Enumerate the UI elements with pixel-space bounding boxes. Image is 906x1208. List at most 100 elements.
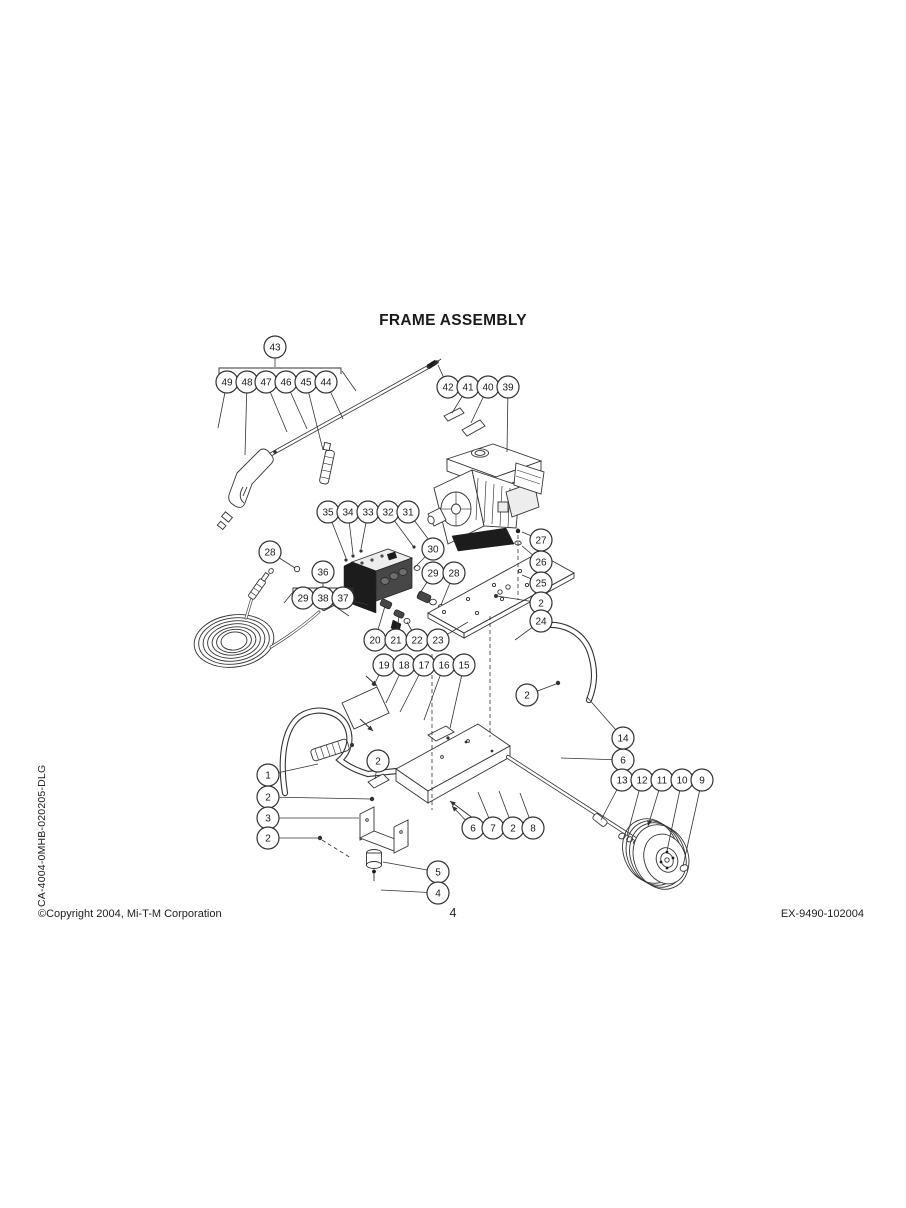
leader-line <box>682 779 703 867</box>
callout-number: 4 <box>435 889 441 900</box>
engine-illustration <box>427 443 545 552</box>
callout-balloon <box>426 628 450 652</box>
callout-2: 2 <box>515 683 557 707</box>
callout-number: 46 <box>280 378 292 389</box>
page-title: FRAME ASSEMBLY <box>379 312 527 329</box>
lower-handle-illustration <box>533 621 598 704</box>
callout-balloon <box>515 683 539 707</box>
callout-bracket <box>218 367 342 374</box>
leader-line <box>244 381 248 456</box>
fastener-dot <box>446 736 450 740</box>
callout-number: 44 <box>320 378 332 389</box>
callout-20: 20 <box>363 605 387 652</box>
callout-33: 33 <box>356 500 380 550</box>
illustration <box>193 358 690 890</box>
arrowhead <box>452 806 458 812</box>
callout-number: 28 <box>448 569 460 580</box>
callout-number: 36 <box>317 568 329 579</box>
callout-number: 30 <box>427 545 439 556</box>
callout-45: 45 <box>294 370 324 451</box>
callout-number: 5 <box>435 868 441 879</box>
callout-29: 29 <box>291 586 315 610</box>
callout-number: 38 <box>317 594 329 605</box>
callout-number: 47 <box>260 378 272 389</box>
fastener-dot <box>412 545 416 549</box>
callout-number: 27 <box>535 536 547 547</box>
callout-number: 24 <box>535 617 547 628</box>
callout-32: 32 <box>376 500 414 547</box>
callout-29: 29 <box>417 561 445 597</box>
wheel-illustration <box>622 818 690 890</box>
callout-number: 45 <box>300 378 312 389</box>
callout-28: 28 <box>258 540 296 569</box>
callout-number: 6 <box>620 756 626 767</box>
callout-15: 15 <box>449 653 476 729</box>
callout-balloon <box>426 881 450 905</box>
callout-balloon <box>314 370 338 394</box>
callout-number: 34 <box>342 508 354 519</box>
callout-number: 39 <box>502 383 514 394</box>
callout-31: 31 <box>396 500 430 541</box>
callout-16: 16 <box>423 653 456 721</box>
leader-line <box>283 591 294 604</box>
callout-number: 9 <box>699 776 705 787</box>
callout-balloon <box>529 609 553 633</box>
copyright-text: ©Copyright 2004, Mi-T-M Corporation <box>38 908 222 920</box>
callout-number: 7 <box>490 824 496 835</box>
callout-48: 48 <box>235 370 259 456</box>
callout-2: 2 <box>256 826 318 850</box>
pump-illustration <box>343 548 445 633</box>
callout-number: 29 <box>297 594 309 605</box>
callout-balloon <box>331 586 355 610</box>
callout-3: 3 <box>256 806 359 830</box>
callout-balloon <box>442 561 466 585</box>
callout-5: 5 <box>382 860 450 884</box>
leader-line <box>267 796 372 800</box>
callout-22: 22 <box>405 621 429 652</box>
foot-bracket-illustration <box>358 806 410 881</box>
callout-number: 26 <box>535 558 547 569</box>
callout-number: 17 <box>418 661 430 672</box>
small-plate-parts <box>432 358 486 437</box>
callout-6: 6 <box>451 805 485 840</box>
cart-handle-illustration <box>279 707 401 797</box>
fastener-dot <box>273 450 277 454</box>
callout-1: 1 <box>256 763 319 787</box>
callout-2: 2 <box>496 591 553 615</box>
fastener-dot <box>464 740 468 744</box>
callout-number: 11 <box>657 776 668 787</box>
axle-cap-part <box>679 864 689 872</box>
callout-46: 46 <box>274 370 308 430</box>
callout-24: 24 <box>514 609 553 641</box>
fastener-dot <box>555 680 561 686</box>
callout-number: 12 <box>636 776 648 787</box>
fastener-dot <box>359 549 363 553</box>
callout-43: 43 <box>263 335 287 367</box>
callout-14: 14 <box>586 696 635 750</box>
spray-gun-illustration <box>216 448 274 531</box>
callout-number: 42 <box>442 383 454 394</box>
callout-number: 25 <box>535 579 547 590</box>
callout-number: 22 <box>411 636 423 647</box>
callout-28: 28 <box>440 561 466 606</box>
callout-4: 4 <box>380 881 450 905</box>
callout-number: 1 <box>265 771 271 782</box>
fastener-dot <box>317 835 323 841</box>
callout-number: 15 <box>458 661 470 672</box>
callout-balloon <box>496 375 520 399</box>
page-number: 4 <box>449 906 457 920</box>
callout-number: 28 <box>264 548 276 559</box>
callout-balloon <box>256 826 280 850</box>
callout-number: 35 <box>322 508 334 519</box>
arrowhead <box>450 801 456 807</box>
alignment-dashed-line <box>321 839 352 859</box>
callout-balloon <box>311 560 335 584</box>
callout-balloon <box>421 537 445 561</box>
fastener-dot <box>435 360 439 364</box>
callout-number: 37 <box>337 594 349 605</box>
callout-25: 25 <box>521 571 553 595</box>
callout-number: 32 <box>382 508 394 519</box>
leader-line <box>305 381 324 451</box>
callout-8: 8 <box>519 792 545 840</box>
